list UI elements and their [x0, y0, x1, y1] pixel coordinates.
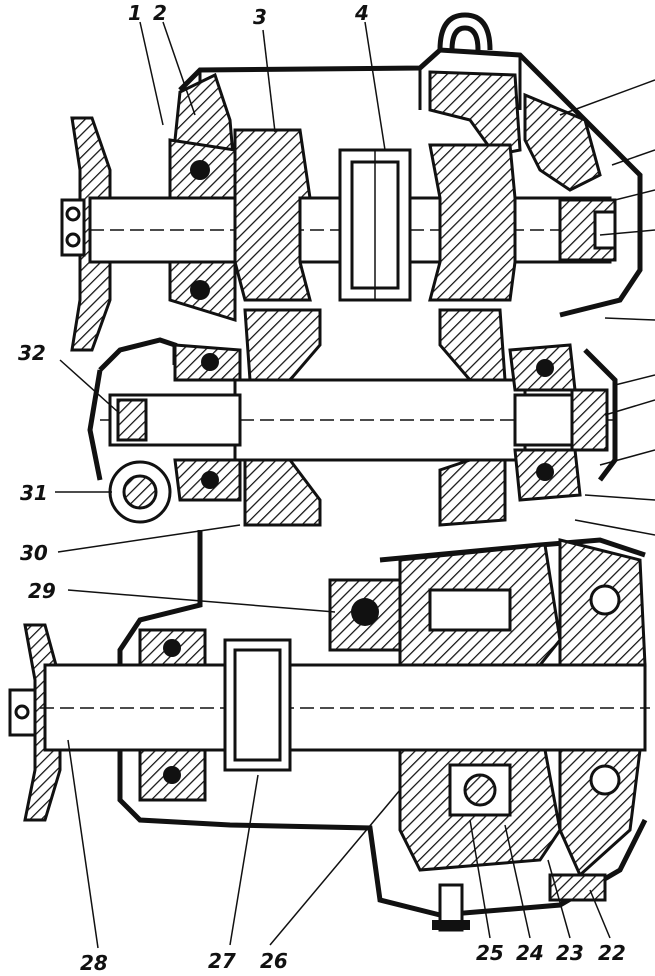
- callout-29: 29: [28, 579, 56, 603]
- callout-26: 26: [260, 949, 288, 973]
- callout-32: 32: [18, 341, 46, 365]
- callout-3: 3: [253, 5, 267, 29]
- callout-24: 24: [516, 941, 544, 965]
- upper-shaft-assembly: [60, 12, 643, 352]
- lower-shaft-assembly: [8, 530, 650, 932]
- callout-31: 31: [20, 481, 48, 505]
- leader-lines: [55, 21, 655, 949]
- callout-25: 25: [476, 941, 504, 965]
- callout-4: 4: [354, 1, 369, 25]
- callout-labels: 1 2 3 4 32 31 30 29 28 27 26 25 24 23 22: [18, 1, 626, 975]
- callout-22: 22: [598, 941, 626, 965]
- middle-shaft-assembly: [87, 308, 620, 527]
- callout-27: 27: [208, 949, 236, 973]
- callout-2: 2: [153, 1, 167, 25]
- callout-23: 23: [556, 941, 584, 965]
- callout-28: 28: [80, 951, 108, 975]
- callout-1: 1: [128, 1, 142, 25]
- callout-30: 30: [20, 541, 48, 565]
